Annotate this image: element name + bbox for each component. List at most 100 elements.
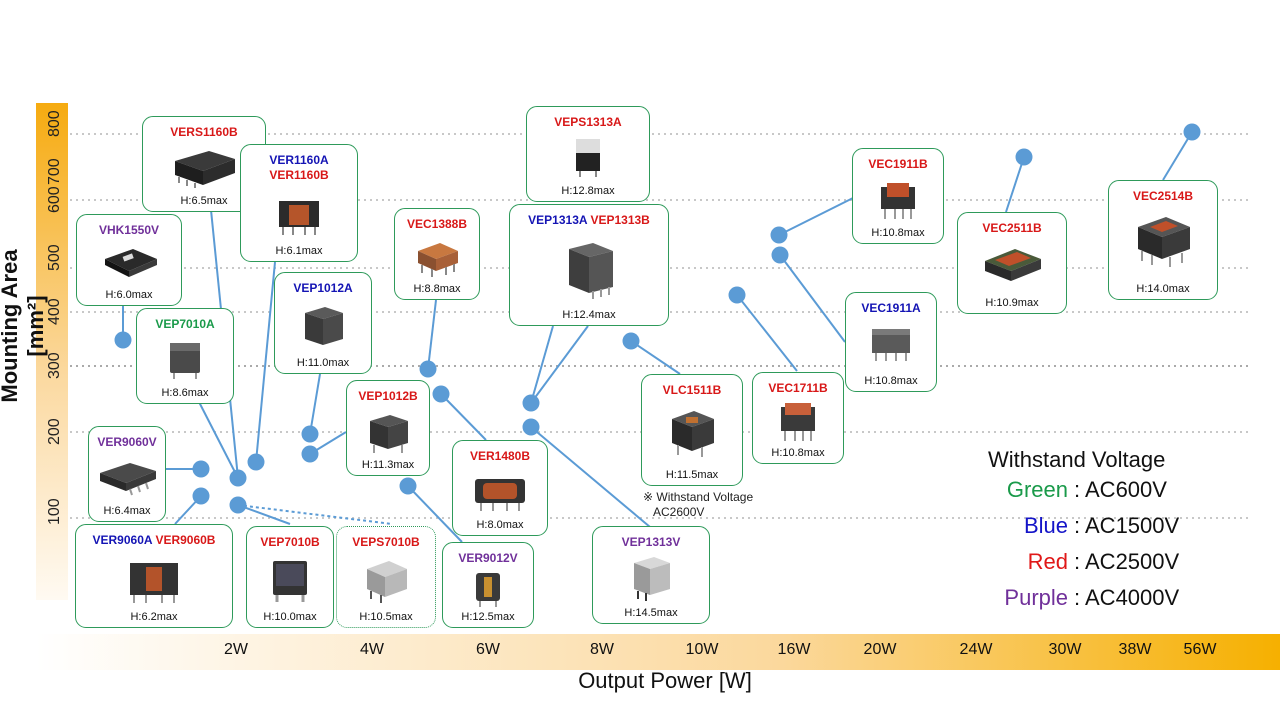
height-label: H:12.4max <box>562 309 616 321</box>
vec1911a-component-image <box>872 329 910 361</box>
product-name-row: VEP1313A VEP1313B <box>510 213 668 228</box>
y-tick-label: 100 <box>46 498 63 525</box>
height-label: H:8.0max <box>476 519 524 531</box>
product-card-veps1313a: VEPS1313A H:12.8max <box>526 106 650 202</box>
product-name-2: VER9060B <box>155 533 216 547</box>
vec1711b-component-image <box>781 403 815 441</box>
data-point <box>399 477 417 495</box>
data-point <box>522 418 540 436</box>
ver1480b-component-image <box>475 479 525 511</box>
x-tick-label: 20W <box>863 641 897 658</box>
y-tick-label: 200 <box>46 418 63 445</box>
product-name: VLC1511B <box>662 383 722 397</box>
height-label: H:6.2max <box>130 611 178 623</box>
product-card-vhk1550v: VHK1550V H:6.0max <box>76 214 182 306</box>
product-card-vec2511b: VEC2511B H:10.9max <box>957 212 1067 314</box>
data-point <box>301 445 319 463</box>
product-name: VEP1012A <box>293 281 353 295</box>
product-card-vep1313a-b: VEP1313A VEP1313B H:12.4max <box>509 204 669 326</box>
product-name: VEP7010A <box>155 317 215 331</box>
data-point <box>192 487 210 505</box>
ver9012v-component-image <box>476 573 500 607</box>
product-card-vec1711b: VEC1711B H:10.8max <box>752 372 844 464</box>
ver9060-component-image <box>130 563 178 603</box>
product-name: VEPS1313A <box>554 115 622 129</box>
height-label: H:10.8max <box>864 375 918 387</box>
connector-lines <box>122 131 1193 543</box>
data-point <box>229 496 247 514</box>
data-point <box>771 246 789 264</box>
y-axis-band <box>36 103 68 600</box>
data-points <box>114 123 1201 514</box>
data-point <box>229 469 247 487</box>
height-label: H:12.5max <box>461 611 515 623</box>
x-tick-label: 24W <box>959 641 993 658</box>
product-card-vep1012b: VEP1012B H:11.3max <box>346 380 430 476</box>
product-name-2: VER1160B <box>269 168 329 182</box>
legend-title: Withstand Voltage <box>988 447 1166 472</box>
product-name: VEC1911A <box>861 301 921 315</box>
data-point <box>114 331 132 349</box>
data-point <box>728 286 746 304</box>
vep1012a-component-image <box>305 307 343 345</box>
product-name: VERS1160B <box>170 125 238 139</box>
product-name: VEP1313A <box>528 213 588 227</box>
height-label: H:11.0max <box>296 357 350 369</box>
y-tick-label: 500 <box>46 244 63 271</box>
legend-color-name: Purple <box>1004 585 1068 610</box>
legend: Withstand Voltage Green : AC600V Blue : … <box>988 447 1228 621</box>
product-name: VHK1550V <box>98 223 160 237</box>
data-point <box>522 394 540 412</box>
height-label: H:14.0max <box>1136 283 1190 295</box>
product-name: VEPS7010B <box>352 535 420 549</box>
data-point <box>1015 148 1033 166</box>
height-label: H:14.5max <box>624 607 678 619</box>
product-name-row: VER9060A VER9060B <box>76 533 232 548</box>
note-line-1: ※ Withstand Voltage <box>643 490 754 504</box>
height-label: H:10.8max <box>871 227 925 239</box>
withstand-voltage-note: ※ Withstand Voltage AC2600V <box>643 490 753 520</box>
product-card-ver9012v: VER9012V H:12.5max <box>442 542 534 628</box>
product-name: VER9012V <box>458 551 518 565</box>
product-name: VER1480B <box>469 449 531 463</box>
x-axis-label: Output Power [W] <box>578 668 752 693</box>
y-tick-label: 700 <box>46 158 63 185</box>
height-label: H:10.0max <box>263 611 317 623</box>
product-name: VEP1012B <box>358 389 418 403</box>
vec2514b-component-image <box>1138 217 1190 267</box>
product-card-vec1911a: VEC1911A H:10.8max <box>845 292 937 392</box>
x-tick-label: 4W <box>360 641 384 658</box>
data-point <box>770 226 788 244</box>
vhk1550v-component-image <box>105 249 157 277</box>
height-label: H:8.6max <box>161 387 209 399</box>
note-line-2: AC2600V <box>653 505 705 519</box>
product-name: VEC2511B <box>982 221 1042 235</box>
data-point <box>192 460 210 478</box>
legend-item-red: Red : AC2500V <box>988 549 1228 585</box>
height-label: H:11.3max <box>361 459 415 471</box>
product-name: VEP7010B <box>260 535 320 549</box>
product-name: VEC1388B <box>406 217 468 231</box>
vers1160b-component-image <box>175 151 235 188</box>
product-name: VEP1313V <box>621 535 681 549</box>
vep7010a-component-image <box>170 343 200 379</box>
x-tick-label: 16W <box>777 641 811 658</box>
height-label: H:6.5max <box>180 195 228 207</box>
product-card-veps7010b: VEPS7010B H:10.5max <box>336 526 436 628</box>
product-name: VEC1911B <box>868 157 928 171</box>
height-label: H:6.4max <box>103 505 151 517</box>
y-axis-label: Mounting Area [mm²] <box>0 249 48 403</box>
x-axis-band <box>36 634 1280 670</box>
x-tick-label: 56W <box>1183 641 1217 658</box>
height-label: H:10.9max <box>985 297 1039 309</box>
x-tick-label: 10W <box>685 641 719 658</box>
product-name: VER9060V <box>97 435 157 449</box>
y-tick-label: 300 <box>46 352 63 379</box>
product-card-ver9060a-b: VER9060A VER9060B H:6.2max <box>75 524 233 628</box>
y-tick-label: 400 <box>46 298 63 325</box>
x-tick-label: 6W <box>476 641 500 658</box>
legend-color-name: Green <box>1006 477 1068 502</box>
ver1160-component-image <box>279 201 319 235</box>
vep1012b-component-image <box>370 415 408 453</box>
legend-voltage: : AC2500V <box>1074 549 1180 574</box>
